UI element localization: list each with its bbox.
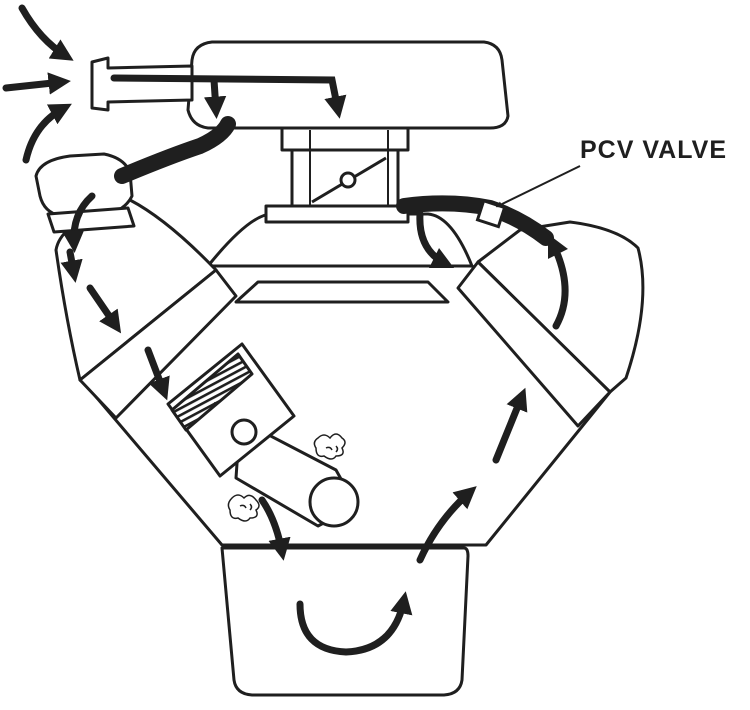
carburetor-top xyxy=(280,124,410,152)
right-side-arrow-2 xyxy=(492,387,528,464)
air-cleaner-snorkel xyxy=(90,56,194,112)
air-inlet-arrow-3 xyxy=(22,103,72,164)
pcv-valve-label: PCV VALVE xyxy=(580,136,727,164)
air-inlet-arrow-1 xyxy=(18,4,74,61)
piston xyxy=(166,342,296,478)
crankshaft-journal xyxy=(308,476,360,528)
left-cover-arrow-2 xyxy=(60,248,83,283)
left-head-gasket-band xyxy=(78,268,238,420)
air-cleaner xyxy=(186,40,510,130)
crankcase-arrow-2 xyxy=(258,496,291,561)
right-cover-arrow xyxy=(547,233,569,330)
air-cleaner-arrow-left xyxy=(203,76,227,119)
air-cleaner-arrow-right xyxy=(110,74,347,119)
left-cover-arrow-1 xyxy=(61,192,96,253)
piston-assembly xyxy=(166,342,360,528)
piston-rings xyxy=(170,352,254,432)
right-side-arrow-1 xyxy=(416,486,477,564)
air-inlet-arrow-2 xyxy=(2,72,71,95)
pcv-valve-leader xyxy=(495,165,581,208)
left-cover-arrow-3 xyxy=(86,284,122,334)
flow-arrows xyxy=(2,4,569,656)
carburetor-base xyxy=(264,204,410,224)
right-head-gasket-band xyxy=(456,260,612,428)
oil-pan xyxy=(220,546,470,697)
valley-opening xyxy=(234,280,450,304)
breather-hose xyxy=(114,116,236,184)
blow-by-puffs xyxy=(227,433,346,522)
oil-filler-cap xyxy=(34,152,134,218)
pcv-valve xyxy=(475,198,507,229)
intake-arrow xyxy=(416,210,455,269)
crankcase-arrow-1 xyxy=(144,346,170,401)
oil-pan-swirl xyxy=(296,591,413,656)
wrist-pin xyxy=(230,418,258,446)
